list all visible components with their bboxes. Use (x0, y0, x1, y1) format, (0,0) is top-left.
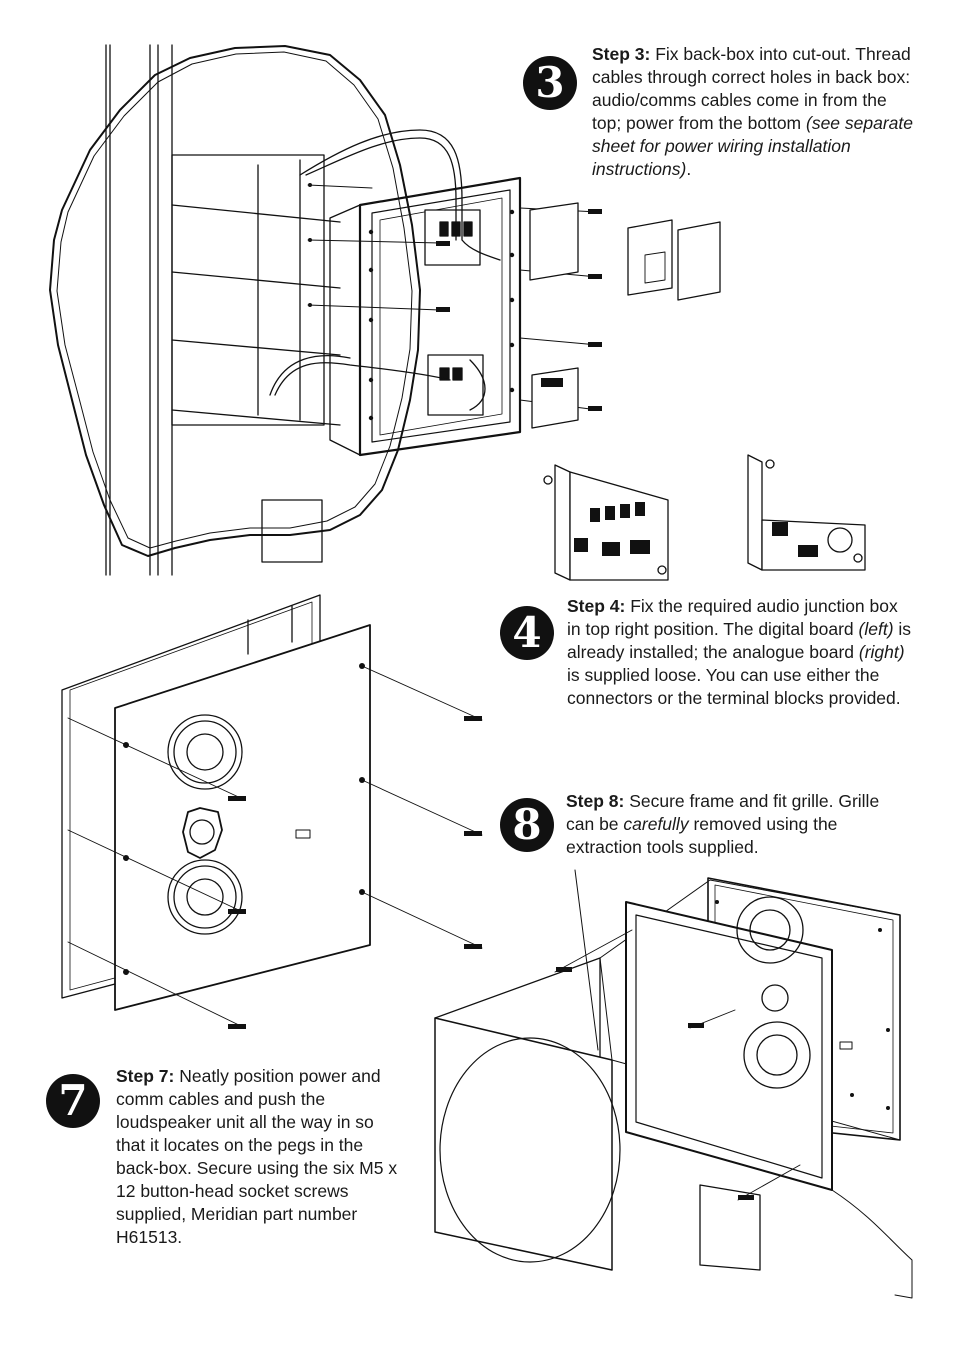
step-3-italic-note: (see separate sheet for power wiring ins… (592, 113, 914, 179)
step-7-instruction: Step 7: Neatly position power and comm c… (116, 1065, 406, 1249)
loudspeaker-unit-mounting-figure (61, 594, 483, 1029)
step-8-instruction: Step 8: Secure frame and fit grille. Gri… (566, 790, 911, 859)
step-3-text: Fix back-box into cut-out. Thread cables… (592, 44, 911, 133)
step-4-text-2: (left) (858, 619, 894, 639)
step-4-text-1: Fix the required audio junction box in t… (567, 596, 898, 639)
step-3-instruction: Step 3: Fix back-box into cut-out. Threa… (592, 43, 917, 181)
step-4-text-3: is already installed; the analogue board (567, 619, 912, 662)
audio-junction-boards-figure (543, 454, 866, 581)
step-8-text-3: removed using the extraction tools suppl… (566, 814, 838, 857)
frame-and-grille-figure (434, 869, 913, 1299)
step-4-number-badge: 4 (500, 606, 554, 660)
step-3-number-badge: 3 (523, 56, 577, 110)
step-8-number-badge: 8 (500, 798, 554, 852)
step-4-text-4: (right) (858, 642, 905, 662)
step-7-text: Neatly position power and comm cables an… (116, 1066, 398, 1247)
step-8-text-1: Secure frame and fit grille. Grille can … (566, 791, 880, 834)
step-4-instruction: Step 4: Fix the required audio junction … (567, 595, 912, 710)
step-8-label: Step 8: (566, 791, 625, 811)
step-7-number-badge: 7 (46, 1074, 100, 1128)
step-3-label: Step 3: (592, 44, 651, 64)
step-4-text-5: is supplied loose. You can use either th… (567, 665, 901, 708)
step-8-text-2: carefully (623, 814, 689, 834)
back-box-installation-figure (49, 44, 721, 576)
step-7-label: Step 7: (116, 1066, 175, 1086)
step-4-label: Step 4: (567, 596, 626, 616)
step-3-tail: . (686, 159, 692, 179)
